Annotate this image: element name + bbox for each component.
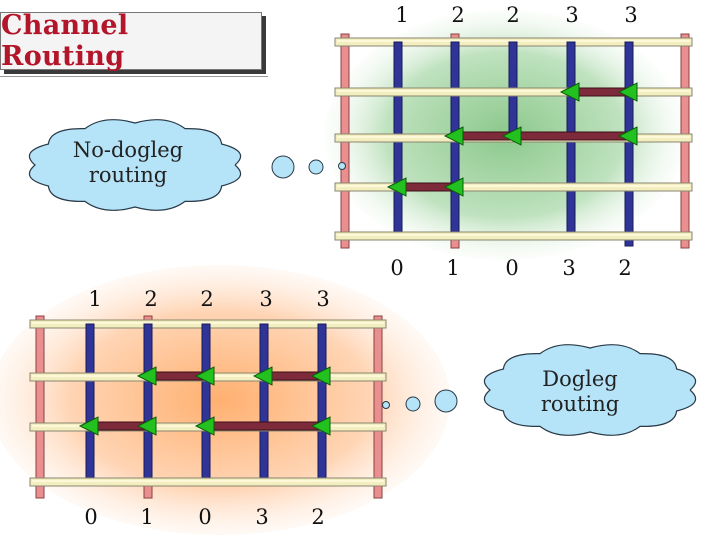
top-pin-label: 2: [451, 3, 465, 27]
thought-bubble: [338, 162, 346, 170]
via-contact: [136, 416, 157, 436]
top-pin-label: 2: [144, 287, 158, 311]
bottom-pin-label: 0: [390, 256, 404, 280]
bottom-pin-label: 2: [311, 505, 325, 529]
vertical-rail: [35, 315, 45, 499]
via-contact: [617, 82, 638, 102]
bottom-pin-label: 2: [618, 256, 632, 280]
via-contact: [559, 82, 580, 102]
via-contact: [386, 177, 407, 197]
thought-bubble: [434, 389, 458, 413]
bottom-pin-label: 3: [562, 256, 576, 280]
track-segment: [454, 131, 630, 141]
via-contact: [136, 366, 157, 386]
pin-wire: [259, 323, 269, 483]
title-underline: [0, 76, 268, 77]
top-pin-label: 3: [316, 287, 330, 311]
bottom-pin-label: 1: [140, 505, 154, 529]
via-contact: [443, 177, 464, 197]
via-contact: [310, 416, 331, 436]
thought-bubble: [405, 396, 421, 412]
pin-wire: [85, 323, 95, 483]
track-segment: [205, 421, 323, 431]
top-pin-label: 2: [200, 287, 214, 311]
bottom-pin-label: 0: [198, 505, 212, 529]
no-dogleg-caption: No-dogleg routing: [72, 138, 184, 187]
via-contact: [310, 366, 331, 386]
cloud-dogleg: [483, 344, 697, 436]
top-pin-label: 1: [88, 287, 102, 311]
via-contact: [443, 126, 464, 146]
thought-bubble: [382, 401, 390, 409]
via-contact: [78, 416, 99, 436]
slide-title: Channel Routing: [0, 10, 262, 72]
bottom-diagram-glow: [0, 265, 450, 535]
cloud-no-dogleg: [28, 119, 242, 211]
top-pin-label: 1: [395, 3, 409, 27]
pin-wire: [143, 323, 153, 483]
bottom-pin-label: 1: [446, 256, 460, 280]
pin-wire: [201, 323, 211, 483]
via-contact: [617, 126, 638, 146]
pin-wire: [624, 41, 634, 247]
thought-bubble: [308, 159, 324, 175]
bottom-pin-label: 3: [255, 505, 269, 529]
bottom-pin-label: 0: [84, 505, 98, 529]
vertical-rail: [373, 315, 383, 499]
horizontal-rail: [334, 182, 693, 192]
bottom-pin-label: 0: [505, 256, 519, 280]
via-contact: [194, 366, 215, 386]
horizontal-rail: [334, 231, 693, 241]
dogleg-caption: Dogleg routing: [540, 367, 620, 416]
top-pin-label: 3: [565, 3, 579, 27]
pin-wire: [317, 323, 327, 483]
via-contact: [252, 366, 273, 386]
top-pin-label: 3: [624, 3, 638, 27]
via-contact: [501, 126, 522, 146]
horizontal-rail: [334, 87, 693, 97]
top-pin-label: 3: [259, 287, 273, 311]
thought-bubble: [271, 155, 295, 179]
horizontal-rail: [29, 477, 387, 487]
top-pin-label: 2: [506, 3, 520, 27]
via-contact: [194, 416, 215, 436]
